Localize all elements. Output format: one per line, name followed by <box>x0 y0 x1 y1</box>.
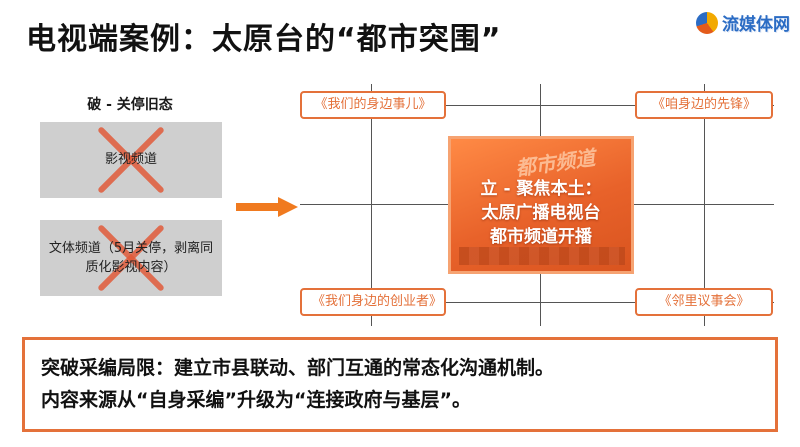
logo: 流媒体网 <box>696 10 790 35</box>
summary-box: 突破采编局限：建立市县联动、部门互通的常态化沟通机制。 内容来源从“自身采编”升… <box>22 337 778 432</box>
program-tag: 《咱身边的先锋》 <box>635 91 773 119</box>
brand-logo-icon <box>696 11 718 34</box>
grid-line-horizontal <box>300 302 774 303</box>
summary-line: 内容来源从“自身采编”升级为“连接政府与基层”。 <box>41 389 471 411</box>
metro-channel-card: 都市频道 立 - 聚焦本土： 太原广播电视台 都市频道开播 <box>448 136 634 274</box>
right-arrow-icon <box>236 197 298 217</box>
closed-channel-box-sports: 文体频道（5月关停，剥离同质化影视内容） <box>40 220 222 296</box>
center-headline: 立 - 聚焦本土： 太原广播电视台 都市频道开播 <box>451 177 631 249</box>
program-tag: 《邻里议事会》 <box>635 288 773 316</box>
program-tag: 《我们的身边事儿》 <box>300 91 446 119</box>
break-heading: 破 - 关停旧态 <box>87 97 173 113</box>
center-line: 太原广播电视台 <box>481 203 601 223</box>
grid-line-vertical <box>371 84 372 326</box>
center-line: 立 - 聚焦本土： <box>480 179 602 199</box>
grid-line-horizontal <box>300 105 774 106</box>
logo-text: 流媒体网 <box>722 15 790 35</box>
closed-channel-box-film: 影视频道 <box>40 122 222 198</box>
grid-line-vertical <box>704 84 705 326</box>
studio-desk-graphic <box>459 247 625 265</box>
center-line: 都市频道开播 <box>490 227 592 247</box>
closed-channel-label: 文体频道（5月关停，剥离同质化影视内容） <box>48 240 214 276</box>
summary-line: 突破采编局限：建立市县联动、部门互通的常态化沟通机制。 <box>41 357 555 379</box>
page-title: 电视端案例：太原台的“都市突围” <box>26 22 502 57</box>
program-tag: 《我们身边的创业者》 <box>300 288 446 316</box>
channel-brand-watermark: 都市频道 <box>513 145 597 181</box>
closed-channel-label: 影视频道 <box>104 152 157 168</box>
